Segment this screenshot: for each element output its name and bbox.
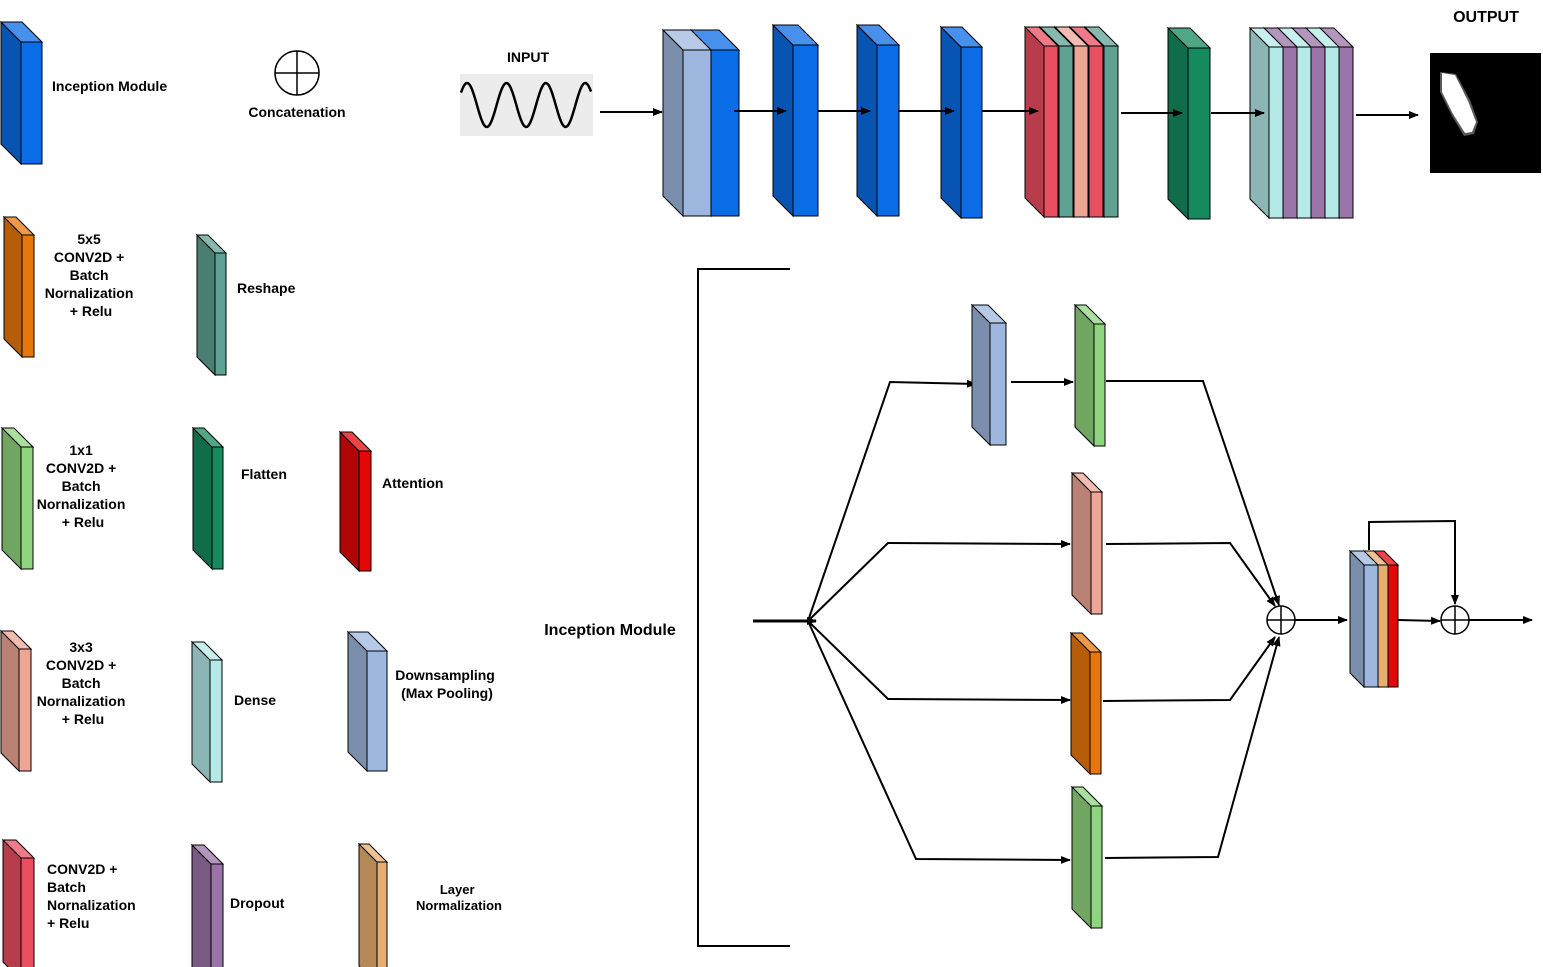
reshape-block — [195, 233, 228, 377]
conv1x1-block — [1073, 303, 1107, 448]
output-label: OUTPUT — [1453, 9, 1519, 26]
legend-downsampling-label: Downsampling (Max Pooling) — [395, 667, 498, 701]
branch-out-2 — [1105, 541, 1276, 607]
conv5x5-block — [2, 215, 36, 359]
legend-conv5x5-label: 5x5 CONV2D + Batch Nornalization + Relu — [45, 231, 138, 319]
stack-conv-reshape — [1023, 25, 1120, 219]
pipeline-blocks — [661, 23, 1355, 221]
output-mask-image — [1430, 53, 1541, 173]
dense-layer — [1248, 26, 1285, 220]
input-label: INPUT — [507, 49, 549, 65]
inception-block — [0, 20, 44, 166]
layernorm-block — [357, 842, 389, 967]
concatenation-icon — [1440, 605, 1470, 635]
legend-dropout-block — [190, 843, 225, 967]
legend-conv1x1-label: 1x1 CONV2D + Batch Nornalization + Relu — [37, 442, 130, 530]
input-signal-image — [459, 74, 593, 136]
legend-reshape-label: Reshape — [237, 280, 296, 296]
branch-arrow-1 — [807, 379, 977, 622]
legend-conv3x3-label: 3x3 CONV2D + Batch Nornalization + Relu — [37, 639, 130, 727]
conv-block — [1, 838, 36, 967]
conv-layer — [1023, 25, 1060, 219]
branch-arrow-2 — [807, 539, 1071, 622]
legend-conv3x3-block — [0, 629, 33, 773]
legend-layer-normalization-label: Layer Normalization — [416, 882, 502, 913]
legend-conv1x1-block — [0, 426, 35, 571]
downsampling-layer — [661, 28, 713, 218]
stack-dense-dropout — [1248, 26, 1355, 220]
legend-dropout-label: Dropout — [230, 895, 285, 911]
conv3x3-block — [0, 629, 33, 773]
conv5x5-block — [1069, 631, 1103, 776]
inception-block — [771, 23, 820, 218]
stack-downsample-inception — [661, 28, 741, 218]
flatten-block — [191, 426, 225, 571]
conv1x1-block — [1070, 785, 1104, 930]
downsampling-block — [970, 303, 1008, 447]
legend-conv-label: CONV2D + Batch Nornalization + Relu — [47, 861, 140, 931]
legend-reshape-block — [195, 233, 228, 377]
inception-module-title: Inception Module — [544, 622, 676, 639]
branch-arrow-4 — [807, 620, 1071, 864]
downsampling-block — [346, 630, 389, 773]
branch-out-4 — [1104, 636, 1281, 859]
legend: Inception Module Concatenation 5x5 CONV2… — [0, 20, 502, 967]
flatten-block — [1166, 26, 1212, 221]
legend-concatenation-label: Concatenation — [248, 104, 345, 120]
legend-attention-label: Attention — [382, 475, 443, 491]
branch-arrow-3 — [807, 620, 1071, 704]
legend-attention-block — [338, 430, 373, 573]
legend-conv5x5-block — [2, 215, 36, 359]
stack-downsample-layernorm-attention — [1348, 549, 1400, 689]
dense-block — [190, 640, 224, 784]
legend-dense-label: Dense — [234, 692, 276, 708]
downsampling-layer — [1348, 549, 1380, 689]
arrow-stack-to-add — [1397, 616, 1441, 625]
legend-inception-module-block — [0, 20, 44, 166]
branch-out-3 — [1102, 636, 1276, 702]
concatenation-icon — [1266, 605, 1296, 635]
attention-block — [338, 430, 373, 573]
bracket — [697, 268, 790, 947]
legend-inception-module-label: Inception Module — [52, 78, 167, 94]
dropout-block — [190, 843, 225, 967]
conv1x1-block — [0, 426, 35, 571]
inception-block — [855, 23, 901, 218]
legend-downsampling-block — [346, 630, 389, 773]
legend-conv-block — [1, 838, 36, 967]
detail-blocks — [970, 303, 1400, 930]
legend-dense-block — [190, 640, 224, 784]
pipeline: INPUT OUTPUT — [459, 9, 1541, 221]
legend-flatten-block — [191, 426, 225, 571]
inception-block — [939, 25, 984, 220]
legend-layer-normalization-block — [357, 842, 389, 967]
concatenation-icon — [274, 50, 320, 96]
branch-out-1 — [1106, 380, 1280, 606]
inception-module-detail: Inception Module — [544, 268, 1533, 947]
skip-connection-arrow — [1368, 519, 1459, 605]
legend-flatten-label: Flatten — [241, 466, 287, 482]
conv3x3-block — [1070, 471, 1104, 616]
